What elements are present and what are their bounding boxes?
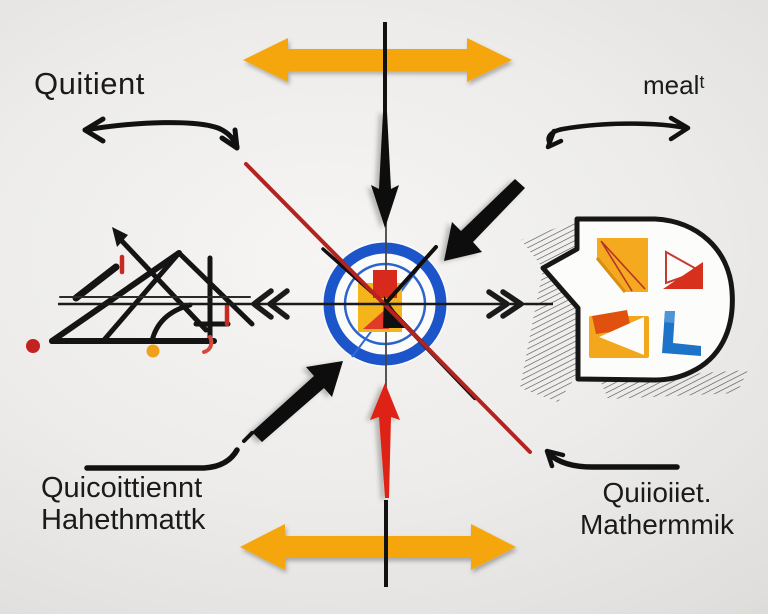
diagonal-arrow-bottom-left bbox=[252, 361, 343, 442]
red-crescent-mark bbox=[202, 335, 214, 354]
red-dot bbox=[26, 339, 40, 353]
sketch-short-stroke bbox=[72, 263, 120, 302]
sketched-hook-arrows bbox=[82, 115, 691, 471]
document-icon-red-lines bbox=[600, 240, 646, 292]
blue-l-icon bbox=[662, 311, 701, 356]
bottom-left-hook-dash bbox=[242, 431, 254, 443]
label-bottom-right-line2: Mathermmik bbox=[579, 509, 734, 540]
triangle-sketch bbox=[49, 227, 255, 344]
label-top-left: Quitient bbox=[34, 66, 145, 101]
document-icon bbox=[595, 238, 648, 293]
hatch-patch-bottom bbox=[600, 370, 748, 399]
top-double-arrow bbox=[243, 38, 512, 82]
sketch-arrowhead-icon bbox=[112, 227, 128, 247]
emblem-red-triangle bbox=[363, 306, 389, 329]
bottom-left-hook-shaft bbox=[84, 447, 240, 471]
top-right-double-arrow bbox=[545, 115, 691, 150]
right-chevron-1 bbox=[486, 289, 510, 319]
bottom-left-hook-arrow bbox=[84, 431, 254, 471]
top-right-arrowhead-left bbox=[545, 128, 564, 150]
top-left-arrowhead-right bbox=[219, 127, 240, 151]
top-right-arrowhead-right bbox=[668, 115, 691, 142]
sketch-curved-leg bbox=[149, 302, 193, 344]
left-chevron-1 bbox=[251, 288, 274, 320]
sketch-crossing-diagonal bbox=[117, 236, 209, 333]
document-icon-fold-edge bbox=[595, 257, 627, 293]
label-bottom-right: Quiioiiet. Mathermmik bbox=[568, 477, 746, 541]
red-up-arrow bbox=[370, 383, 400, 498]
label-bottom-left-line2: Hahethmattk bbox=[41, 504, 206, 536]
top-left-double-arrow bbox=[82, 116, 240, 151]
right-chevron-2 bbox=[500, 289, 524, 319]
folder-icon-white-triangle bbox=[599, 317, 644, 355]
top-left-arrow-shaft bbox=[82, 120, 240, 150]
sketch-right-side bbox=[176, 250, 255, 327]
left-double-chevron-icon bbox=[251, 288, 290, 320]
top-left-arrowhead-left bbox=[82, 116, 106, 144]
bottom-right-hook-arrow bbox=[544, 448, 680, 470]
left-chevron-2 bbox=[267, 288, 290, 320]
label-top-right: mealᵗ bbox=[643, 70, 706, 100]
bottom-right-hook-shaft bbox=[546, 451, 680, 470]
red-diagonal-line bbox=[244, 162, 532, 454]
vertical-axis-and-arrows bbox=[252, 22, 525, 587]
axis-line bbox=[58, 288, 553, 320]
folder-icon bbox=[589, 310, 649, 358]
hatch-patch-lower-left bbox=[520, 270, 577, 402]
play-triangle-icon bbox=[663, 250, 703, 289]
orange-double-arrows bbox=[240, 38, 516, 570]
down-arrow bbox=[371, 112, 399, 228]
bottom-right-arrowhead bbox=[544, 448, 566, 469]
diagonal-arrow-top-right bbox=[444, 179, 525, 261]
orange-dot bbox=[146, 344, 160, 358]
hand-upper-right bbox=[383, 245, 438, 306]
bottom-double-arrow bbox=[240, 524, 516, 570]
speech-bubble bbox=[540, 216, 735, 383]
label-bottom-left: Quicoittiennt Hahethmattk bbox=[41, 472, 205, 536]
sketch-color-accents bbox=[26, 254, 230, 358]
label-bottom-right-line1: Quiioiiet. bbox=[602, 477, 712, 508]
right-double-chevron-icon bbox=[486, 289, 524, 319]
blue-l-highlight bbox=[664, 311, 675, 323]
top-right-arrow-shaft bbox=[546, 121, 689, 148]
play-triangle-solid bbox=[663, 262, 703, 289]
label-bottom-left-line1: Quicoittiennt bbox=[41, 472, 203, 504]
